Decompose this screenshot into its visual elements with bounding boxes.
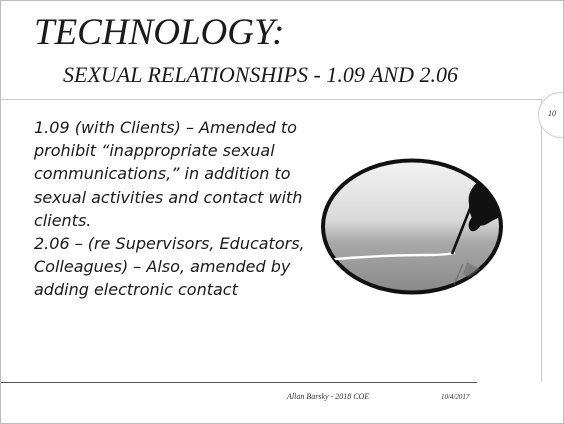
slide-body: 1.09 (with Clients) – Amended to prohibi…: [34, 116, 329, 302]
footer-author: Allan Barsky - 2018 COE: [287, 392, 370, 401]
slide-title: TECHNOLOGY:: [34, 12, 285, 53]
hand-writing-with-pen-icon: [317, 154, 507, 299]
page-number: 10: [548, 109, 556, 118]
footer-divider: [1, 382, 477, 383]
header-divider: [1, 99, 541, 100]
oval-illustration: [321, 158, 503, 295]
body-paragraph-1: 1.09 (with Clients) – Amended to prohibi…: [34, 118, 303, 230]
footer-date: 10/4/2017: [441, 393, 470, 401]
right-divider: [541, 99, 542, 382]
slide-subtitle: SEXUAL RELATIONSHIPS - 1.09 AND 2.06: [63, 62, 458, 87]
body-paragraph-2: 2.06 – (re Supervisors, Educators, Colle…: [34, 234, 305, 300]
